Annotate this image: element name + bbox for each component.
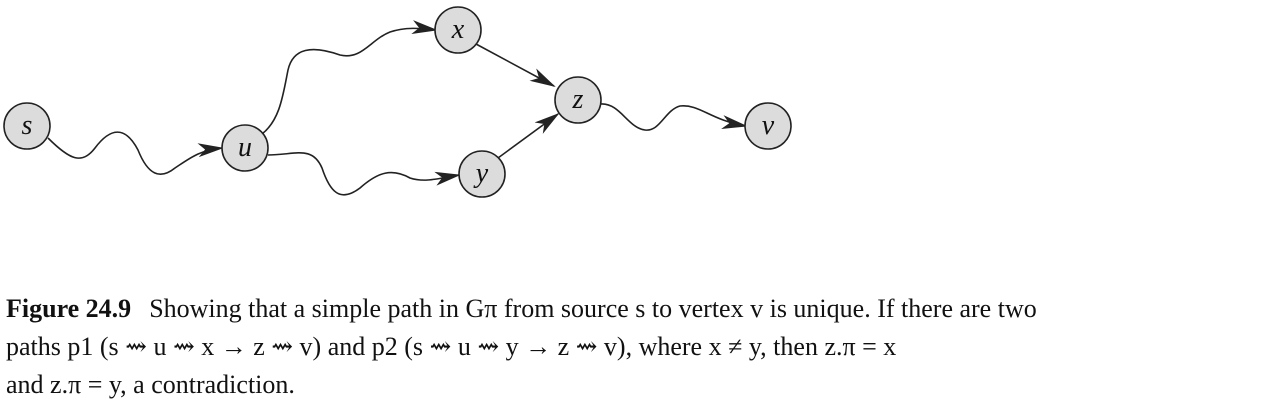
figure-label: Figure 24.9	[6, 294, 132, 323]
node-s-label: s	[22, 110, 33, 141]
node-y-label: y	[473, 158, 489, 189]
caption-text-1: Showing that a simple path in Gπ from so…	[149, 294, 1037, 323]
edge-u-x	[261, 20, 438, 135]
node-u: u	[221, 124, 269, 172]
node-x-label: x	[451, 14, 465, 45]
edge-y-z	[497, 112, 560, 159]
node-v-label: v	[762, 110, 775, 141]
edge-s-u	[47, 131, 224, 175]
caption-line-3: and z.π = y, a contradiction.	[6, 370, 295, 399]
node-z-label: z	[572, 84, 584, 115]
node-v: v	[744, 102, 792, 150]
node-s: s	[3, 102, 51, 150]
edge-z-v	[600, 103, 748, 131]
shortest-path-tree-diagram: s u x y z v	[3, 6, 792, 198]
edge-x-z	[475, 43, 556, 87]
edge-u-y	[267, 152, 461, 196]
node-y: y	[458, 150, 506, 198]
node-z: z	[554, 76, 602, 124]
caption-line-2: paths p1 (s ⇝ u ⇝ x → z ⇝ v) and p2 (s ⇝…	[6, 332, 897, 361]
node-u-label: u	[238, 132, 252, 163]
caption-line-1: Figure 24.9 Showing that a simple path in…	[6, 290, 1278, 328]
figure-caption: Figure 24.9 Showing that a simple path in…	[6, 290, 1278, 404]
node-x: x	[434, 6, 482, 54]
